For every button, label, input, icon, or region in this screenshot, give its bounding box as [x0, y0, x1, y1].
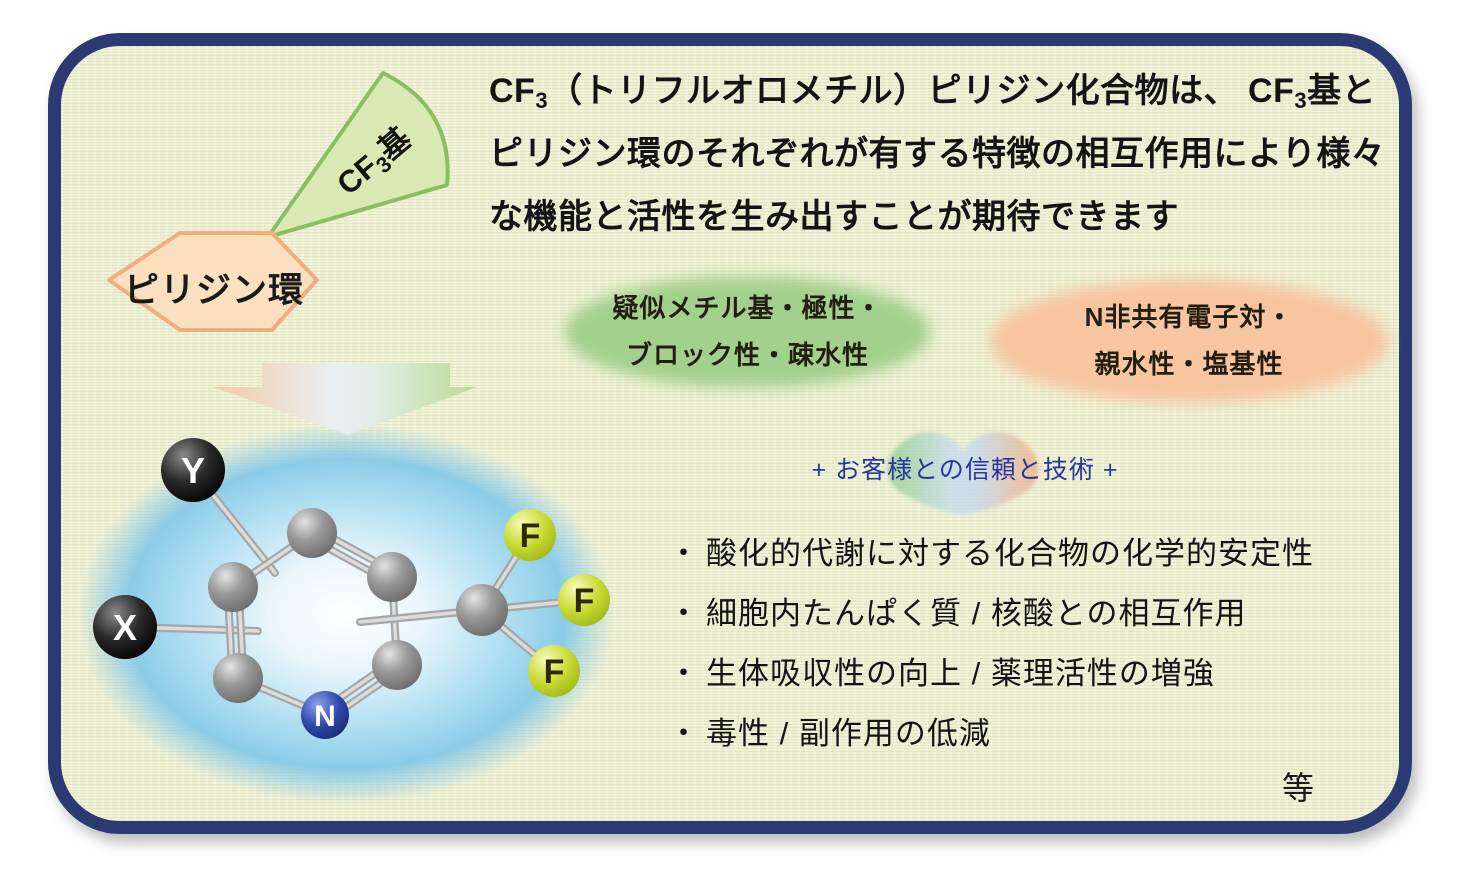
pyridine-feature-text: N非共有電子対・ 親水性・塩基性 — [990, 279, 1388, 403]
bullet-icon: ・ — [668, 596, 700, 631]
heart-icon — [887, 432, 1039, 515]
benefit-item: ・酸化的代謝に対する化合物の化学的安定性 — [668, 524, 1314, 584]
bullet-icon: ・ — [668, 536, 700, 571]
atom-N1: N — [301, 691, 349, 739]
headline-line-3: な機能と活性を生み出すことが期待できます — [489, 198, 1179, 236]
atom-label-Y: Y — [181, 450, 205, 491]
benefit-item: ・生体吸収性の向上 / 薬理活性の増強 — [668, 644, 1314, 704]
atom-sphere — [213, 653, 263, 703]
cf3-feature-line-1: 疑似メチル基・極性・ — [612, 293, 883, 323]
molecule-bonds — [121, 466, 588, 724]
atom-F3: F — [528, 645, 580, 697]
atom-F2: F — [558, 574, 610, 626]
headline-line-2: ピリジン環のそれぞれが有する特徴の相互作用により様々 — [489, 135, 1386, 173]
benefit-text: 酸化的代謝に対する化合物の化学的安定性 — [706, 536, 1314, 571]
benefit-text: 細胞内たんぱく質 / 核酸との相互作用 — [706, 596, 1247, 631]
atom-C6 — [456, 584, 508, 636]
etc-label: 等 — [1282, 770, 1315, 806]
atom-label-F3: F — [544, 653, 565, 691]
card-background — [48, 33, 1412, 834]
atom-sphere — [208, 562, 258, 612]
headline-line-1: CF3（トリフルオロメチル）ピリジン化合物は、 CF3基と — [489, 72, 1377, 113]
bullet-icon: ・ — [668, 656, 700, 691]
atom-C1 — [287, 508, 337, 558]
pyridine-feature-line-2: 親水性・塩基性 — [1094, 349, 1284, 379]
atom-C4 — [372, 640, 422, 690]
bullet-icon: ・ — [668, 716, 700, 751]
headline: CF3（トリフルオロメチル）ピリジン化合物は、 CF3基と ピリジン環のそれぞれ… — [489, 60, 1389, 249]
cf3-feature-ellipse — [565, 276, 930, 388]
atom-X: X — [93, 595, 157, 659]
atom-sphere — [558, 574, 610, 626]
molecule-glow — [72, 420, 620, 808]
atom-sphere — [367, 552, 417, 602]
atom-C5 — [367, 552, 417, 602]
atom-sphere — [161, 438, 225, 502]
atom-F1: F — [504, 509, 556, 561]
atom-label-N1: N — [314, 700, 336, 733]
cf3-wedge-shape — [266, 71, 450, 239]
pyridine-feature-line-1: N非共有電子対・ — [1084, 302, 1294, 332]
atom-sphere — [301, 691, 349, 739]
benefit-item: ・毒性 / 副作用の低減 — [668, 704, 1314, 764]
atom-sphere — [504, 509, 556, 561]
down-arrow-shape — [213, 363, 477, 435]
pyridine-feature-ellipse — [990, 279, 1388, 403]
atom-sphere — [528, 645, 580, 697]
atom-sphere — [93, 595, 157, 659]
atom-sphere — [456, 584, 508, 636]
atom-C2 — [208, 562, 258, 612]
atom-sphere — [287, 508, 337, 558]
cf3-feature-text: 疑似メチル基・極性・ ブロック性・疎水性 — [565, 276, 930, 388]
cf3-feature-line-2: ブロック性・疎水性 — [625, 340, 869, 370]
benefit-text: 毒性 / 副作用の低減 — [706, 716, 991, 751]
atom-C3 — [213, 653, 263, 703]
atom-Y: Y — [161, 438, 225, 502]
benefit-item: ・細胞内たんぱく質 / 核酸との相互作用 — [668, 584, 1314, 644]
atom-label-X: X — [113, 607, 137, 648]
atom-label-F2: F — [574, 582, 595, 620]
pyridine-hexagon-shape — [107, 231, 319, 332]
benefits-list: ・酸化的代謝に対する化合物の化学的安定性・細胞内たんぱく質 / 核酸との相互作用… — [668, 524, 1314, 764]
heart-slogan: + お客様との信頼と技術 + — [811, 456, 1119, 484]
atom-sphere — [372, 640, 422, 690]
pyridine-hexagon-label: ピリジン環 — [123, 271, 304, 310]
benefit-text: 生体吸収性の向上 / 薬理活性の増強 — [706, 656, 1215, 691]
atom-label-F1: F — [520, 517, 541, 555]
